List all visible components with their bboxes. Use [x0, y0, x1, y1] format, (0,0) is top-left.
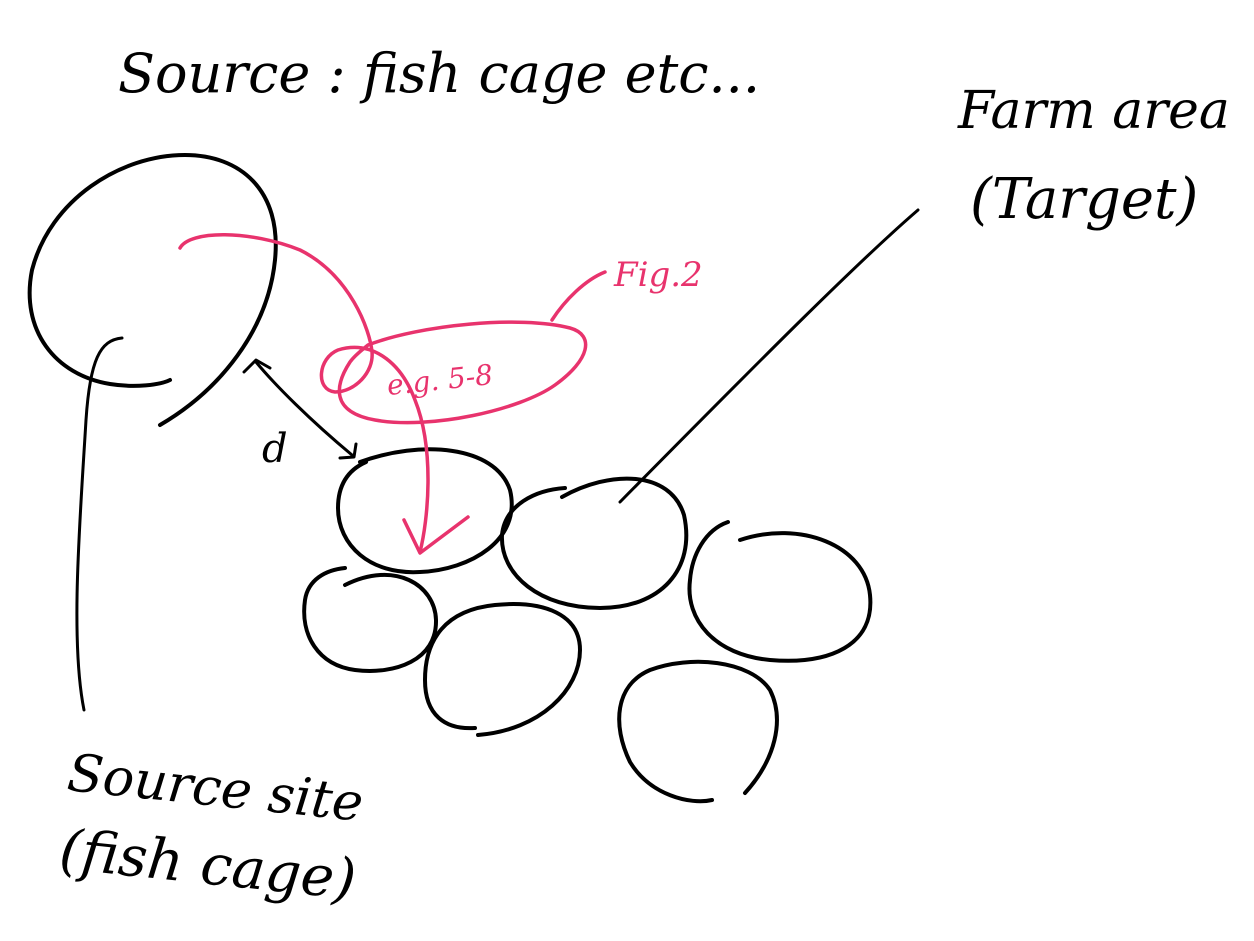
dispersal-path [178, 233, 430, 554]
farm-area-leader [618, 208, 920, 504]
farm-cage-4 [302, 566, 439, 673]
farm-cage-2 [499, 476, 689, 610]
farm-cage-1 [336, 447, 514, 575]
farm-area-label: Farm area [957, 81, 1230, 141]
farm-cage-3 [687, 520, 873, 663]
farm-cage-6 [617, 659, 779, 804]
source-circle [27, 153, 278, 427]
fig2-label: Fig.2 [613, 255, 703, 295]
example-label: e.g. 5-8 [385, 358, 494, 402]
source-site-leader [75, 336, 124, 712]
fig2-region [337, 320, 588, 425]
source-site-label: Source site [65, 743, 366, 834]
source-title: Source : fish cage etc... [118, 42, 760, 105]
distance-arrowhead-end [338, 442, 358, 460]
distance-arrowhead-start [242, 358, 272, 374]
source-site-cage-label: (fish cage) [57, 817, 360, 913]
dispersal-arrowhead [402, 515, 470, 555]
distance-label: d [262, 426, 288, 472]
farm-area-target-label: (Target) [970, 167, 1198, 232]
fig2-leader [550, 270, 607, 322]
farm-cage-5 [423, 602, 582, 737]
distance-arrow [254, 360, 354, 457]
